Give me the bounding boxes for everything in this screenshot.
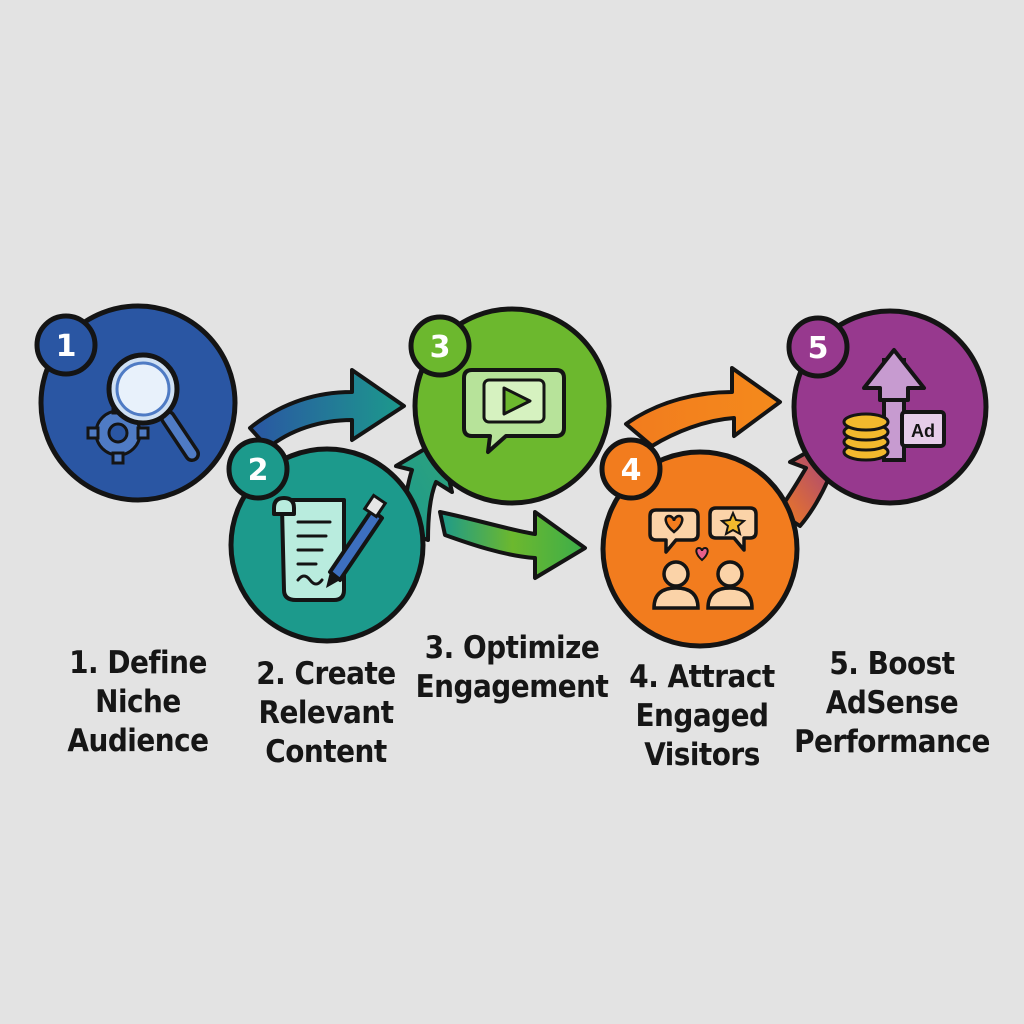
step-3-label: 3. Optimize Engagement [415, 630, 609, 705]
step-5-number: 5 [808, 331, 829, 366]
step-1-node: 1 [34, 303, 238, 503]
step-3-number: 3 [430, 330, 451, 365]
arrow-1-to-3 [248, 368, 406, 450]
video-play-chat-icon [462, 368, 566, 454]
step-4-number: 4 [621, 453, 642, 488]
step-2-number: 2 [248, 453, 269, 488]
ad-badge-text: Ad [911, 421, 935, 441]
step-5-label: 5. Boost AdSense Performance [794, 646, 990, 760]
coins-ad-growth-icon: Ad [842, 348, 946, 462]
step-2-node: 2 [226, 437, 426, 644]
scroll-pen-icon [272, 493, 388, 602]
magnifier-gear-icon [86, 352, 200, 465]
step-1-label: 1. Define Niche Audience [67, 645, 209, 759]
step-1-number: 1 [56, 329, 77, 364]
step-5-node: Ad 5 [786, 308, 989, 506]
step-4-node: 4 [599, 437, 800, 649]
arrow-4-to-5-upper [624, 366, 782, 448]
arrow-3-to-4-lower [438, 510, 587, 580]
users-heart-star-icon [648, 506, 758, 610]
step-3-node: 3 [408, 306, 612, 506]
step-2-label: 2. Create Relevant Content [256, 656, 396, 770]
step-4-label: 4. Attract Engaged Visitors [629, 659, 775, 773]
